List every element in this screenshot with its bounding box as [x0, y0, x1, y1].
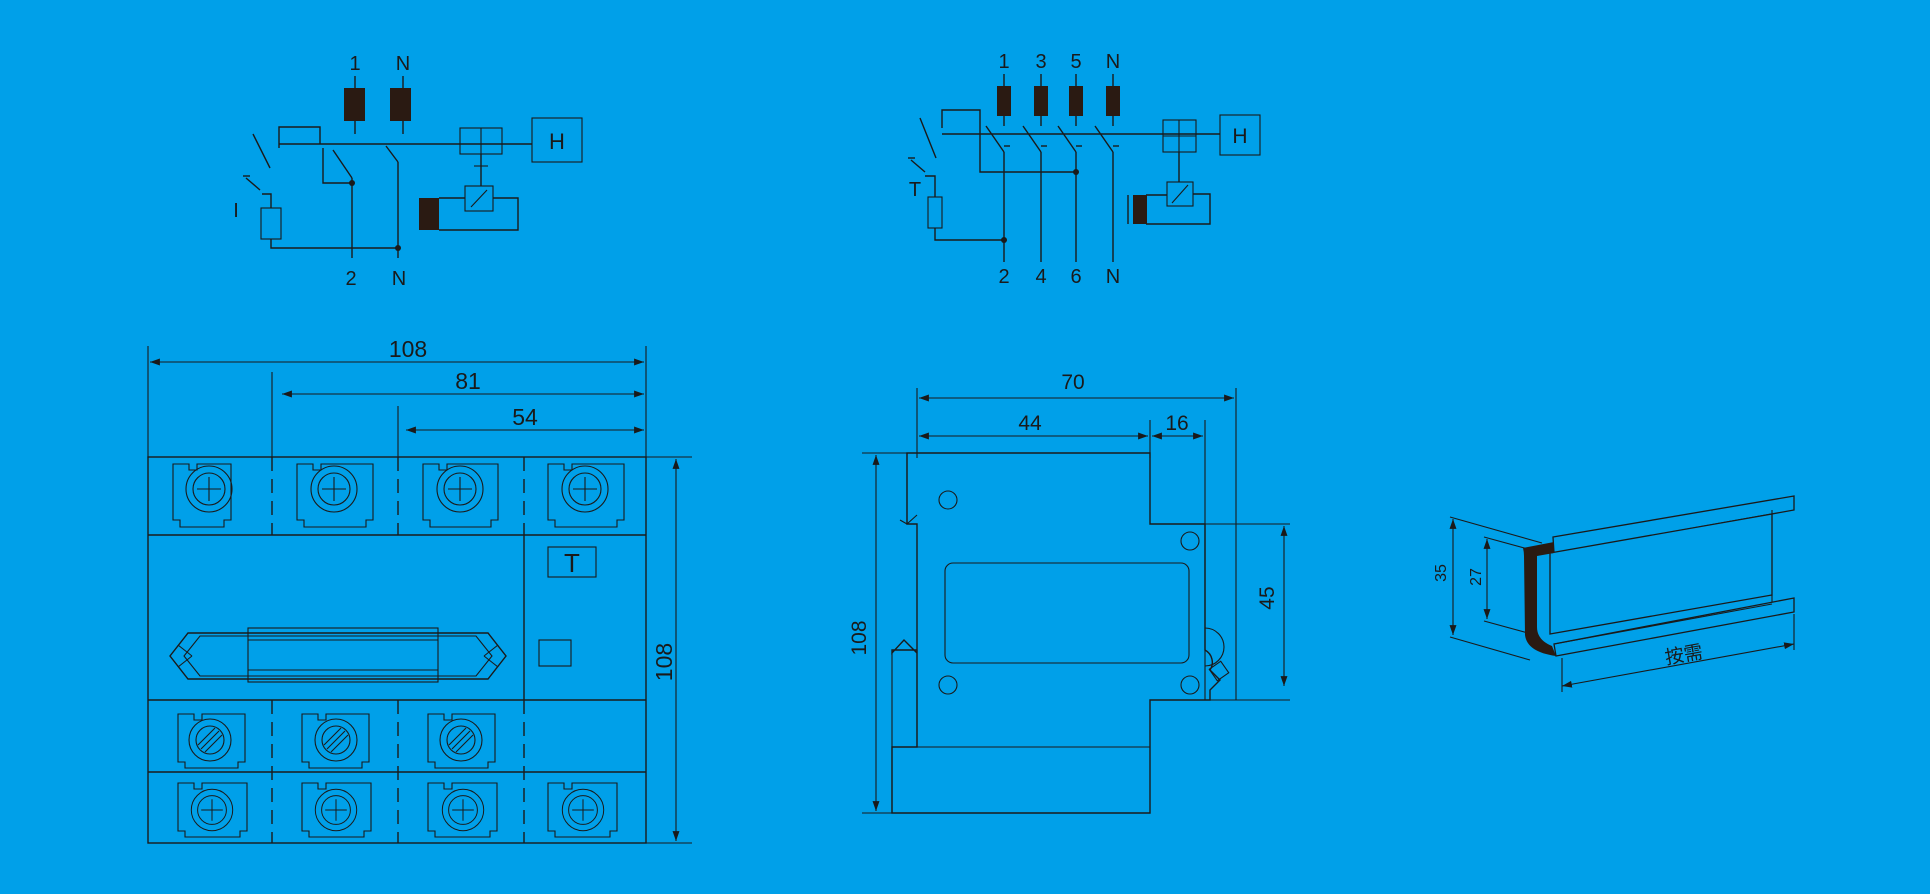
terminal-label-bottom-n: N: [392, 268, 406, 290]
dimension-height-27: 27: [1468, 568, 1485, 586]
terminal-middle-2: [301, 713, 370, 769]
dimension-height-35: 35: [1433, 564, 1450, 582]
terminal-middle-3: [427, 713, 496, 769]
terminal-top-2: [296, 463, 374, 528]
terminal-label-top-n: N: [396, 53, 410, 75]
dimension-height-108: 108: [848, 620, 871, 655]
dimension-width-81: 81: [455, 368, 481, 394]
terminal-label-bottom-n: N: [1106, 266, 1120, 288]
dimension-width-44: 44: [1018, 412, 1042, 435]
dimension-length-as-needed: 按需: [1663, 641, 1704, 669]
terminal-label-bottom-4: 4: [1035, 266, 1046, 288]
indicator-window: [538, 639, 572, 667]
terminal-label-top-1: 1: [998, 51, 1009, 73]
terminal-label-top-5: 5: [1070, 51, 1081, 73]
schematic-2-pole: 1 N I: [233, 53, 583, 290]
test-label-2p: I: [233, 200, 239, 222]
terminal-middle-1: [177, 713, 246, 769]
terminal-bottom-3: [427, 782, 498, 838]
test-label-4p: T: [909, 179, 921, 201]
dimension-height-45: 45: [1256, 586, 1279, 609]
schematic-4-pole: 1 3 5 N: [908, 51, 1261, 288]
dimension-width-70: 70: [1061, 371, 1084, 394]
terminal-label-top-3: 3: [1035, 51, 1046, 73]
terminal-top-1: [172, 463, 233, 528]
test-button[interactable]: T: [547, 546, 597, 578]
terminal-top-3: [422, 463, 499, 528]
test-button-label: T: [564, 548, 580, 578]
terminal-bottom-1: [177, 782, 248, 838]
terminal-label-top-n: N: [1106, 51, 1120, 73]
front-view: 108 81 54 108: [147, 336, 692, 844]
side-view: 70 44 16 108 45: [848, 371, 1290, 814]
terminal-label-bottom-6: 6: [1070, 266, 1081, 288]
terminal-label-bottom-2: 2: [345, 268, 356, 290]
dimension-height-108: 108: [651, 643, 677, 681]
terminal-bottom-2: [301, 782, 372, 838]
box-label-h-4p: H: [1232, 125, 1247, 148]
terminal-label-bottom-2: 2: [998, 266, 1009, 288]
terminal-label-top-1: 1: [349, 53, 360, 75]
terminal-bottom-4: [547, 782, 618, 838]
dimension-width-16: 16: [1165, 412, 1188, 435]
dimension-width-108: 108: [389, 336, 427, 362]
din-rail: 35 27 按需: [1433, 495, 1795, 692]
terminal-top-4: [547, 463, 625, 528]
dimension-width-54: 54: [512, 404, 538, 430]
box-label-h-2p: H: [549, 129, 565, 154]
toggle-handle[interactable]: [169, 627, 507, 683]
